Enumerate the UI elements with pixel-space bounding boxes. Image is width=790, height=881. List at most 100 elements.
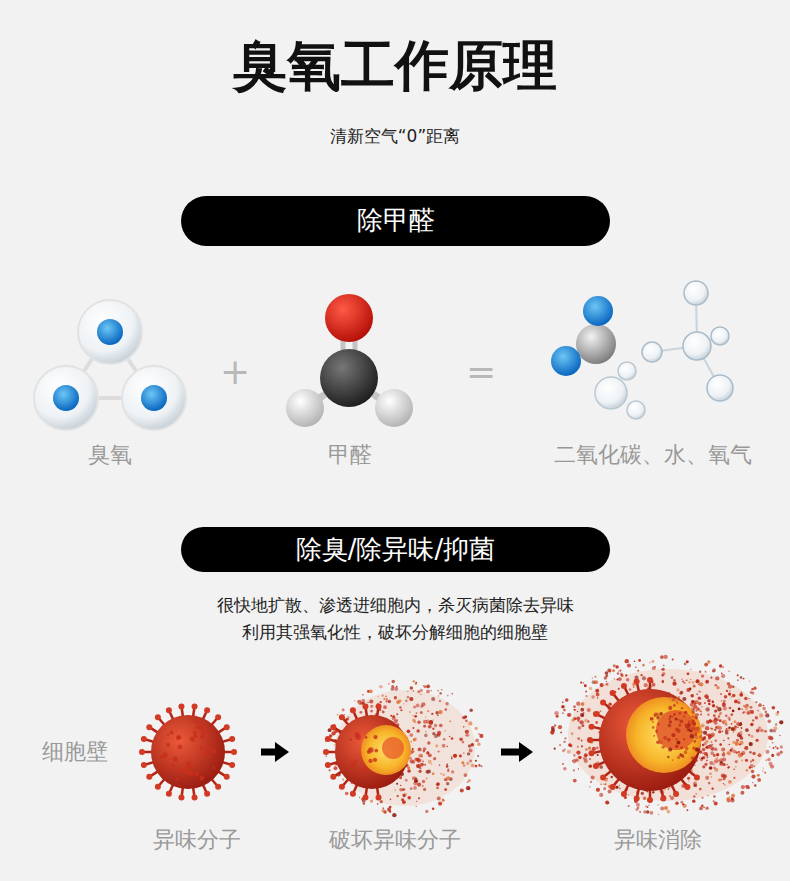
- debris-dot: [413, 786, 417, 790]
- debris-dot: [705, 776, 709, 780]
- debris-dot: [694, 716, 698, 720]
- debris-dot: [460, 788, 464, 792]
- carbon-atom: [320, 349, 378, 407]
- debris-dot: [409, 711, 411, 713]
- debris-dot: [399, 788, 402, 791]
- debris-dot: [776, 747, 778, 749]
- debris-dot: [727, 737, 729, 739]
- debris-dot: [745, 759, 748, 762]
- spike-tip: [146, 724, 152, 730]
- debris-dot: [701, 674, 704, 677]
- debris-dot: [379, 701, 381, 703]
- debris-dot: [388, 807, 390, 809]
- debris-dot: [421, 759, 422, 760]
- debris-dot: [723, 740, 725, 742]
- spike-tip: [325, 762, 331, 768]
- virus-illustrations: [139, 655, 783, 818]
- surface-dot: [199, 746, 203, 750]
- debris-dot: [703, 807, 705, 809]
- debris-dot: [722, 703, 726, 707]
- debris-dot: [720, 693, 722, 695]
- debris-dot: [620, 672, 623, 675]
- debris-dot: [465, 735, 467, 737]
- debris-dot: [743, 678, 745, 680]
- debris-dot: [556, 715, 559, 718]
- debris-dot: [400, 709, 402, 711]
- debris-dot: [702, 748, 706, 752]
- debris-dot: [438, 695, 440, 697]
- debris-dot: [686, 715, 688, 717]
- debris-dot: [444, 788, 447, 791]
- debris-dot: [723, 720, 727, 724]
- debris-dot: [678, 724, 681, 727]
- debris-dot: [731, 723, 733, 725]
- debris-dot: [446, 764, 448, 766]
- debris-dot: [710, 727, 712, 729]
- debris-dot: [750, 706, 753, 709]
- debris-dot: [759, 713, 763, 717]
- debris-dot: [729, 749, 732, 752]
- debris-dot: [740, 737, 743, 740]
- debris-dot: [363, 802, 365, 804]
- debris-dot: [567, 713, 571, 717]
- spike-tip: [229, 736, 235, 742]
- debris-dot: [416, 712, 418, 714]
- debris-dot: [660, 807, 664, 811]
- debris-dot: [439, 692, 441, 694]
- debris-dot: [739, 693, 743, 697]
- debris-dot: [764, 772, 766, 774]
- bubble: [618, 362, 636, 380]
- debris-dot: [585, 748, 588, 751]
- debris-dot: [669, 718, 671, 720]
- debris-dot: [403, 788, 405, 790]
- debris-dot: [581, 740, 583, 742]
- bubble: [627, 401, 645, 419]
- debris-dot: [613, 664, 616, 667]
- debris-dot: [760, 705, 761, 706]
- debris-dot: [724, 695, 728, 699]
- debris-dot: [431, 713, 433, 715]
- debris-dot: [383, 705, 387, 709]
- debris-dot: [560, 732, 562, 734]
- debris-dot: [769, 746, 770, 747]
- debris-dot: [416, 801, 417, 802]
- debris-dot: [740, 676, 742, 678]
- debris-dot: [686, 688, 690, 692]
- debris-dot: [326, 755, 327, 756]
- debris-dot: [712, 670, 715, 673]
- debris-dot: [418, 747, 422, 751]
- debris-dot: [589, 687, 592, 690]
- debris-dot: [732, 686, 734, 688]
- debris-dot: [731, 727, 735, 731]
- debris-dot: [596, 693, 600, 697]
- debris-dot: [558, 725, 562, 729]
- debris-dot: [690, 734, 694, 738]
- section-band: 除臭/除异味/抑菌: [181, 527, 610, 572]
- debris-dot: [331, 732, 335, 736]
- debris-dot: [729, 744, 730, 745]
- debris-dot: [751, 775, 755, 779]
- spike-tip: [376, 795, 382, 801]
- surface-dot: [203, 751, 208, 756]
- debris-dot: [706, 759, 708, 761]
- debris-dot: [667, 810, 671, 814]
- haze: [335, 690, 475, 806]
- debris-dot: [423, 685, 425, 687]
- debris-dot: [693, 782, 697, 786]
- flow-arrow: [501, 742, 533, 762]
- debris-dot: [728, 766, 730, 768]
- debris-dot: [610, 672, 611, 673]
- debris-dot: [434, 734, 438, 738]
- debris-dot: [674, 698, 678, 702]
- debris-dot: [728, 692, 731, 695]
- debris-dot: [562, 712, 564, 714]
- debris-dot: [591, 695, 594, 698]
- debris-dot: [568, 743, 572, 747]
- atom: [707, 375, 733, 401]
- debris-dot: [379, 685, 383, 689]
- figure-label: 破坏异味分子: [329, 827, 461, 853]
- debris-dot: [713, 763, 714, 764]
- debris-dot: [673, 704, 676, 707]
- debris-dot: [648, 805, 650, 807]
